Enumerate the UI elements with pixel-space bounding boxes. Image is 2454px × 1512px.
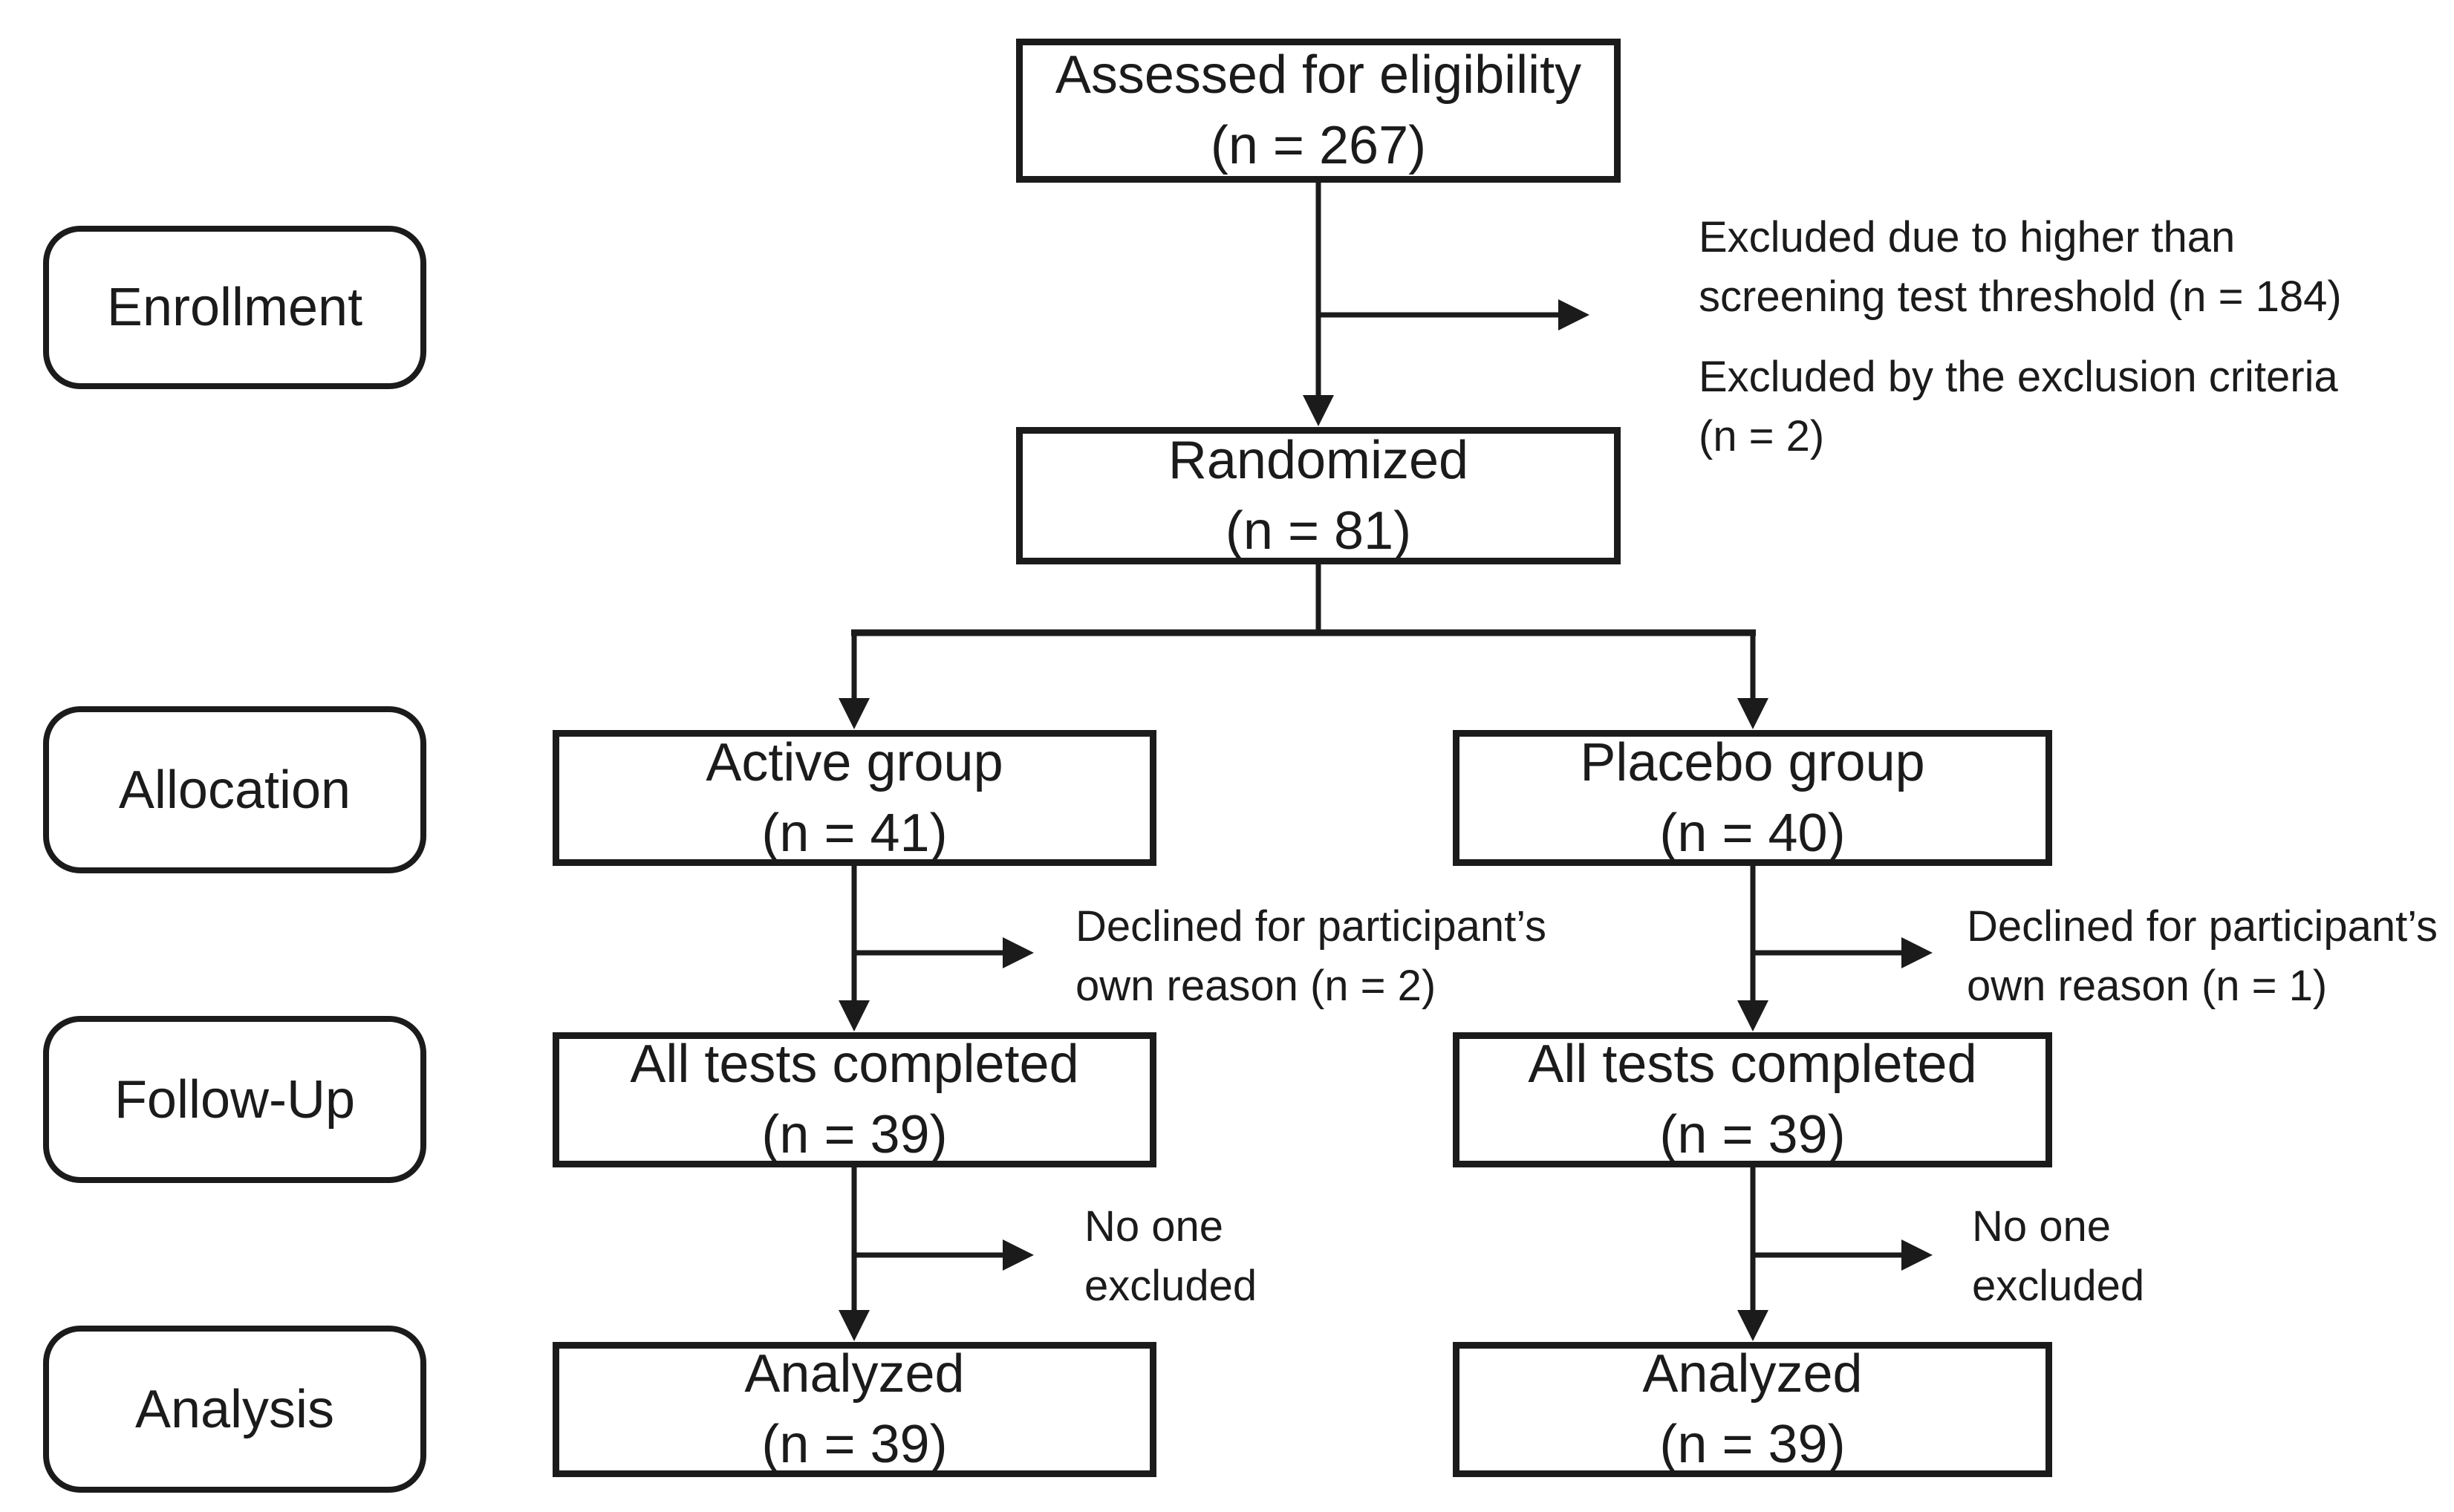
box-assessed-title: Assessed for eligibility xyxy=(1055,45,1582,105)
note-noone-excluded-active: No one excluded xyxy=(1084,1197,1257,1316)
box-placebo-tests-completed-title: All tests completed xyxy=(1528,1034,1977,1094)
note-declined-active-line2: own reason (n = 2) xyxy=(1075,962,1436,1010)
note-excluded-criteria-line2: (n = 2) xyxy=(1699,412,1825,460)
note-declined-active: Declined for participant’s own reason (n… xyxy=(1075,897,1546,1016)
stage-followup-label: Follow-Up xyxy=(114,1069,356,1130)
stage-analysis-label: Analysis xyxy=(134,1379,335,1439)
box-placebo-group: Placebo group (n = 40) xyxy=(1453,730,2052,866)
stage-analysis: Analysis xyxy=(43,1326,426,1493)
box-placebo-group-n: (n = 40) xyxy=(1659,803,1846,863)
note-noone-excluded-active-line1: No one xyxy=(1084,1202,1224,1251)
box-randomized: Randomized (n = 81) xyxy=(1016,427,1621,564)
note-noone-excluded-placebo-line1: No one xyxy=(1972,1202,2112,1251)
box-placebo-tests-completed: All tests completed (n = 39) xyxy=(1453,1032,2052,1167)
note-excluded-threshold-line1: Excluded due to higher than xyxy=(1699,213,2236,261)
box-placebo-group-title: Placebo group xyxy=(1580,732,1925,792)
box-active-tests-completed: All tests completed (n = 39) xyxy=(553,1032,1156,1167)
note-paragraph-gap xyxy=(1699,327,2342,348)
box-active-tests-completed-title: All tests completed xyxy=(630,1034,1079,1094)
box-randomized-n: (n = 81) xyxy=(1225,501,1412,561)
stage-enrollment: Enrollment xyxy=(43,226,426,389)
box-active-analyzed-title: Analyzed xyxy=(744,1344,965,1404)
box-active-analyzed: Analyzed (n = 39) xyxy=(553,1342,1156,1477)
box-active-group-n: (n = 41) xyxy=(761,803,948,863)
box-active-tests-completed-n: (n = 39) xyxy=(761,1105,948,1164)
note-noone-excluded-placebo: No one excluded xyxy=(1972,1197,2144,1316)
note-declined-placebo-line2: own reason (n = 1) xyxy=(1967,962,2328,1010)
stage-enrollment-label: Enrollment xyxy=(106,278,363,337)
box-placebo-analyzed: Analyzed (n = 39) xyxy=(1453,1342,2052,1477)
box-active-analyzed-n: (n = 39) xyxy=(761,1415,948,1474)
note-declined-active-line1: Declined for participant’s xyxy=(1075,902,1547,951)
note-excluded-threshold-line2: screening test threshold (n = 184) xyxy=(1699,273,2342,321)
note-noone-excluded-placebo-line2: excluded xyxy=(1972,1262,2145,1310)
note-excluded-criteria-line1: Excluded by the exclusion criteria xyxy=(1699,353,2338,401)
box-active-group-title: Active group xyxy=(706,732,1003,792)
stage-allocation: Allocation xyxy=(43,706,426,873)
box-placebo-analyzed-n: (n = 39) xyxy=(1659,1415,1846,1474)
note-excluded: Excluded due to higher than screening te… xyxy=(1699,208,2342,466)
note-declined-placebo-line1: Declined for participant’s xyxy=(1967,902,2438,951)
stage-followup: Follow-Up xyxy=(43,1016,426,1183)
box-placebo-analyzed-title: Analyzed xyxy=(1642,1344,1863,1404)
note-noone-excluded-active-line2: excluded xyxy=(1084,1262,1257,1310)
box-active-group: Active group (n = 41) xyxy=(553,730,1156,866)
stage-allocation-label: Allocation xyxy=(118,760,351,820)
box-assessed-n: (n = 267) xyxy=(1210,116,1427,175)
box-assessed-eligibility: Assessed for eligibility (n = 267) xyxy=(1016,39,1621,183)
box-randomized-title: Randomized xyxy=(1168,430,1469,490)
box-placebo-tests-completed-n: (n = 39) xyxy=(1659,1105,1846,1164)
note-declined-placebo: Declined for participant’s own reason (n… xyxy=(1967,897,2438,1016)
